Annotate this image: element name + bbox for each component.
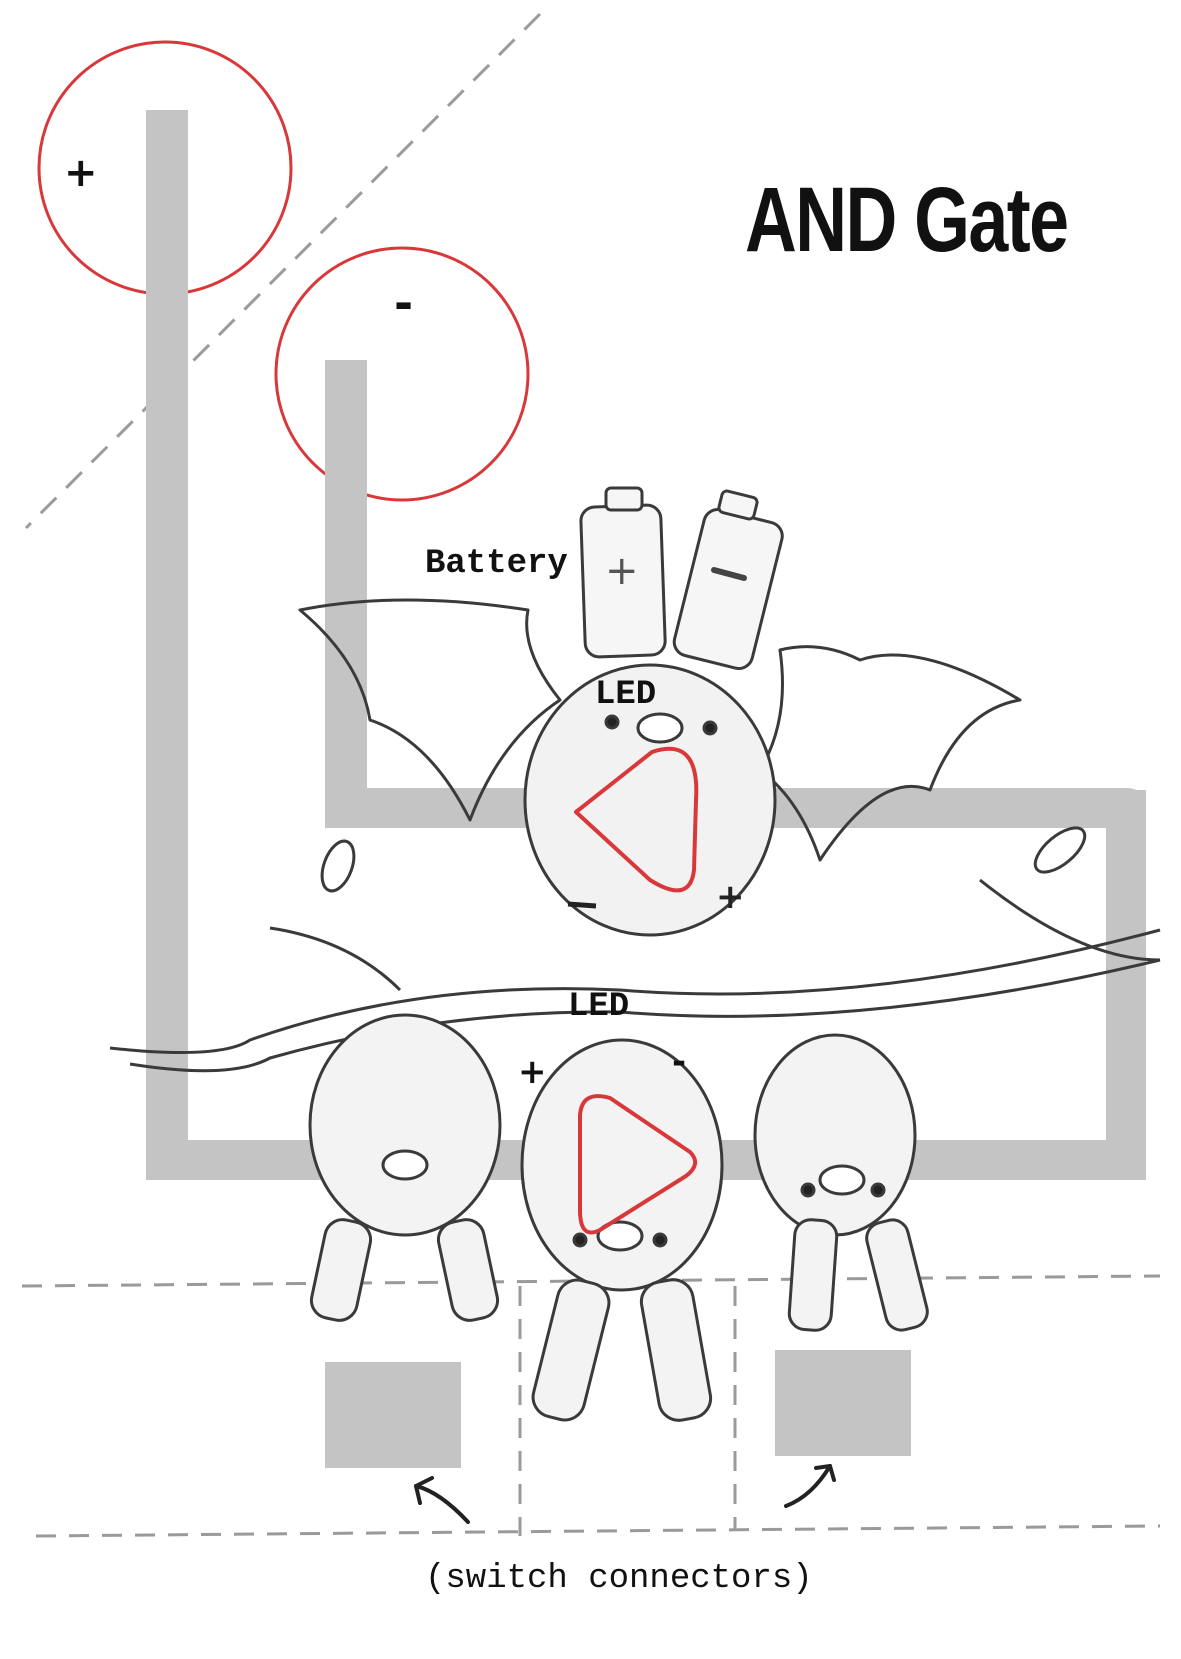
switch-pad-right bbox=[775, 1350, 911, 1456]
led-label-top: LED bbox=[595, 676, 656, 714]
fold-line bbox=[26, 14, 540, 528]
hanging-bat-left-icon bbox=[308, 1015, 501, 1324]
battery-minus-label: - bbox=[394, 276, 413, 330]
battery-plus-mark: + bbox=[605, 548, 639, 594]
arrow-icon bbox=[416, 1466, 834, 1522]
led-bottom-minus-label: - bbox=[672, 1042, 686, 1082]
switch-connectors-caption: (switch connectors) bbox=[425, 1560, 813, 1598]
hanging-bat-right-icon bbox=[755, 1035, 931, 1333]
led-label-bottom: LED bbox=[568, 988, 629, 1026]
switch-pad-left bbox=[325, 1362, 461, 1468]
hanging-bat-middle-icon bbox=[522, 1040, 722, 1424]
diagram-title: AND Gate bbox=[745, 168, 1067, 273]
trace-minus-vertical bbox=[325, 360, 367, 828]
battery-label: Battery bbox=[425, 545, 568, 583]
bat-led-minus bbox=[568, 904, 596, 906]
bat-led-plus: + bbox=[716, 877, 745, 917]
trace-right-vertical bbox=[1106, 790, 1146, 1180]
led-bottom-plus-label: + bbox=[518, 1052, 547, 1092]
trace-plus-vertical bbox=[146, 110, 188, 1180]
battery-plus-label: + bbox=[64, 150, 98, 196]
